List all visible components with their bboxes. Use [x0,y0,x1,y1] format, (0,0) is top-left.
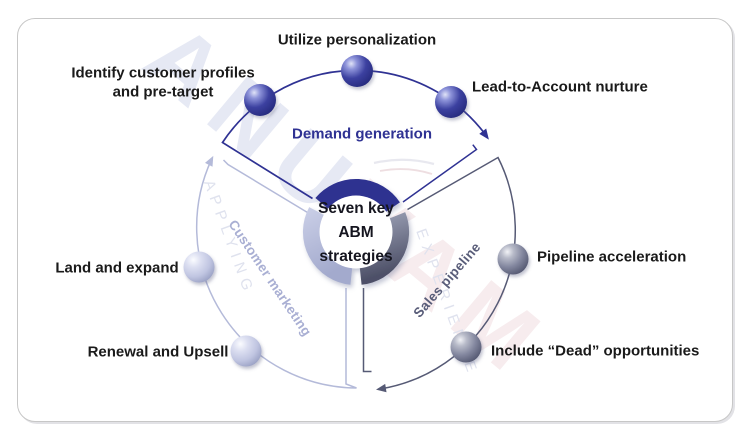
sphere-renewal [230,335,262,367]
customer-arrowhead-icon [205,155,214,167]
node-label-renewal-and-upsell: Renewal and Upsell [87,343,229,361]
center-disc [319,195,393,269]
center-ring [302,178,410,285]
ring-segment-customer [302,207,353,285]
node-label-utilize-personalization: Utilize personalization [277,31,437,49]
demand-arrowhead-icon [479,128,489,140]
ring-segment-demand [315,178,400,213]
demand-right-boundary-line [402,144,478,203]
sphere-identify [244,84,276,116]
sales-arc [379,156,517,390]
node-label-lead-to-account-nurture: Lead-to-Account nurture [472,78,648,96]
diagram-center-title: Seven key ABM strategies [318,199,394,266]
sector-sales-outline [362,156,517,393]
sphere-lead [435,86,467,118]
node-spheres [183,55,529,367]
ring-segment-sales [359,212,410,285]
node-label-pipeline-acceleration: Pipeline acceleration [537,248,687,266]
sphere-pipeline-accel [497,243,529,275]
sector-label-demand-generation: Demand generation [291,125,433,143]
node-label-include-dead-opportunities: Include “Dead” opportunities [491,342,700,360]
sales-arrowhead-icon [376,383,387,393]
customer-arc [195,159,357,389]
sales-bottom-boundary-line [362,288,372,373]
node-label-identify-customer-profiles: Identify customer profiles and pre-targe… [71,64,255,100]
customer-top-boundary-line [222,159,308,214]
sector-customer-outline [195,155,357,389]
sphere-dead-opp [450,331,482,363]
sphere-utilize [341,55,373,87]
sphere-land-expand [183,251,215,283]
watermark-swoosh [373,158,435,175]
node-label-land-and-expand: Land and expand [55,259,179,277]
